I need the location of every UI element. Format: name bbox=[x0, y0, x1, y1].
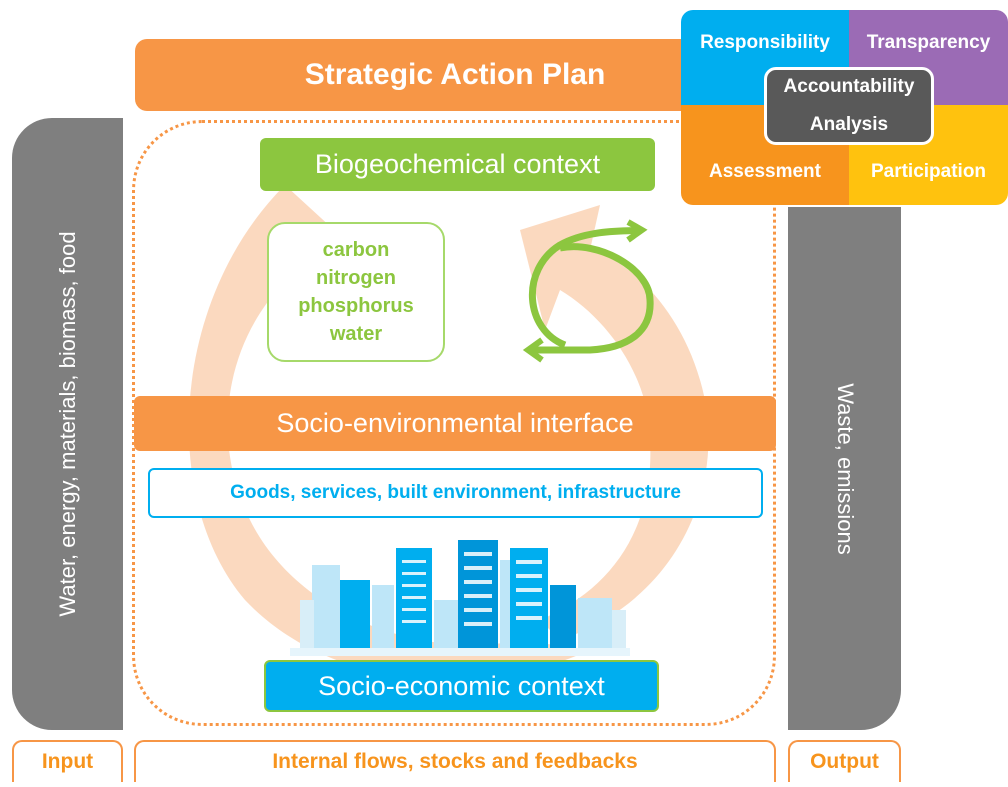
city-skyline-icon bbox=[290, 540, 630, 656]
element-nitrogen: nitrogen bbox=[316, 267, 396, 289]
cycle-arrow-icon bbox=[188, 185, 709, 680]
analysis-label: Analysis bbox=[809, 114, 889, 135]
element-water: water bbox=[329, 323, 383, 345]
input-flow-label: Water, energy, materials, biomass, food bbox=[54, 231, 80, 617]
accountability-label: Accountability bbox=[783, 76, 915, 97]
element-carbon: carbon bbox=[322, 239, 390, 261]
internal-flows-label: Internal flows, stocks and feedbacks bbox=[134, 740, 776, 782]
elements-box: carbon nitrogen phosphorus water bbox=[267, 222, 445, 362]
biogeochemical-context-box: Biogeochemical context bbox=[260, 138, 655, 191]
nutrient-cycle-icon bbox=[522, 219, 654, 363]
input-flow-bar: Water, energy, materials, biomass, food bbox=[12, 118, 123, 730]
output-label: Output bbox=[788, 740, 901, 782]
goods-services-box: Goods, services, built environment, infr… bbox=[148, 468, 763, 518]
socio-environmental-interface-bar: Socio-environmental interface bbox=[134, 396, 776, 451]
accountability-analysis-box: Accountability Analysis bbox=[764, 67, 934, 145]
element-phosphorus: phosphorus bbox=[298, 295, 414, 317]
socio-economic-context-box: Socio-economic context bbox=[264, 660, 659, 712]
input-label: Input bbox=[12, 740, 123, 782]
output-flow-bar: Waste, emissions bbox=[788, 207, 901, 730]
strategic-action-plan-bar: Strategic Action Plan bbox=[135, 39, 775, 111]
output-flow-label: Waste, emissions bbox=[832, 382, 858, 555]
